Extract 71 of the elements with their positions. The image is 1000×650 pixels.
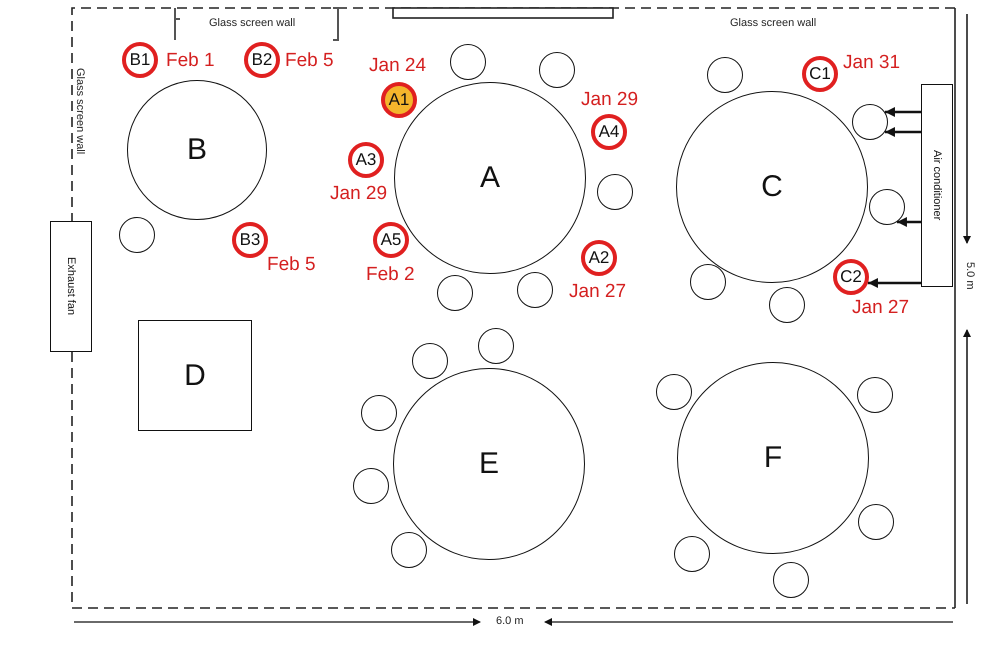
seat-code: C1 <box>809 64 831 84</box>
wall-label: Glass screen wall <box>730 17 816 29</box>
fan-label: Exhaust fan <box>65 257 77 316</box>
seat-code: B2 <box>252 50 272 70</box>
airflow-arrow <box>884 107 921 117</box>
table-letter: C <box>761 170 783 204</box>
empty-seat-circle <box>412 343 448 379</box>
empty-seat-circle <box>707 57 743 93</box>
marked-seat-circle <box>122 42 158 78</box>
seat-code: A1 <box>388 90 410 110</box>
empty-seat-circle <box>517 272 553 308</box>
seat-code: A4 <box>598 122 620 142</box>
date-label: Feb 2 <box>366 264 415 286</box>
date-label: Jan 24 <box>369 55 426 77</box>
empty-seat-circle <box>539 52 575 88</box>
seat-code: C2 <box>840 267 862 287</box>
date-label: Jan 29 <box>330 183 388 205</box>
seat-code: A3 <box>356 150 376 170</box>
airflow-arrow <box>896 217 921 227</box>
table-letter: D <box>184 358 206 392</box>
empty-seat-circle <box>656 374 692 410</box>
date-label: Jan 29 <box>581 89 638 111</box>
table-letter: B <box>186 133 207 167</box>
table-letter: E <box>478 447 499 481</box>
wall-label: Glass screen wall <box>74 68 86 154</box>
seat-code: B3 <box>240 230 260 250</box>
wall-label: Glass screen wall <box>209 17 296 29</box>
table-letter: F <box>764 441 782 475</box>
dimension-label: 6.0 m <box>496 615 524 627</box>
empty-seat-circle <box>858 504 894 540</box>
marked-seat-circle <box>591 114 627 150</box>
empty-seat-circle <box>450 44 486 80</box>
empty-seat-circle <box>773 562 809 598</box>
empty-seat-circle <box>437 275 473 311</box>
empty-seat-circle <box>769 287 805 323</box>
empty-seat-circle <box>597 174 633 210</box>
empty-seat-circle <box>869 189 905 225</box>
marked-seat-circle <box>232 222 268 258</box>
marked-seat-circle <box>244 42 280 78</box>
seat-code: B1 <box>130 50 150 70</box>
marked-seat-circle <box>348 142 384 178</box>
marked-seat-circle <box>381 82 417 118</box>
empty-seat-circle <box>119 217 155 253</box>
marked-seat-circle <box>802 56 838 92</box>
empty-seat-circle <box>361 395 397 431</box>
empty-seat-circle <box>353 468 389 504</box>
empty-seat-circle <box>852 104 888 140</box>
air-conditioner-unit <box>921 84 953 287</box>
date-label: Feb 1 <box>166 50 215 72</box>
marked-seat-circle <box>373 222 409 258</box>
exhaust-fan-unit <box>50 221 92 352</box>
square-table <box>138 320 252 431</box>
date-label: Jan 27 <box>569 281 626 303</box>
airflow-arrow <box>868 278 921 288</box>
table-letter: A <box>480 161 500 195</box>
seat-code: A5 <box>380 230 402 250</box>
empty-seat-circle <box>478 328 514 364</box>
empty-seat-circle <box>690 264 726 300</box>
date-label: Jan 31 <box>843 52 900 74</box>
date-label: Feb 5 <box>285 50 334 72</box>
airflow-arrow <box>884 127 921 137</box>
date-label: Jan 27 <box>852 297 910 319</box>
empty-seat-circle <box>674 536 710 572</box>
empty-seat-circle <box>391 532 427 568</box>
air-conditioner-label: Air conditioner <box>931 150 943 221</box>
dimension-label: 5.0 m <box>964 262 976 290</box>
empty-seat-circle <box>857 377 893 413</box>
date-label: Feb 5 <box>267 254 316 276</box>
marked-seat-circle <box>833 259 869 295</box>
marked-seat-circle <box>581 240 617 276</box>
seat-code: A2 <box>588 248 610 268</box>
